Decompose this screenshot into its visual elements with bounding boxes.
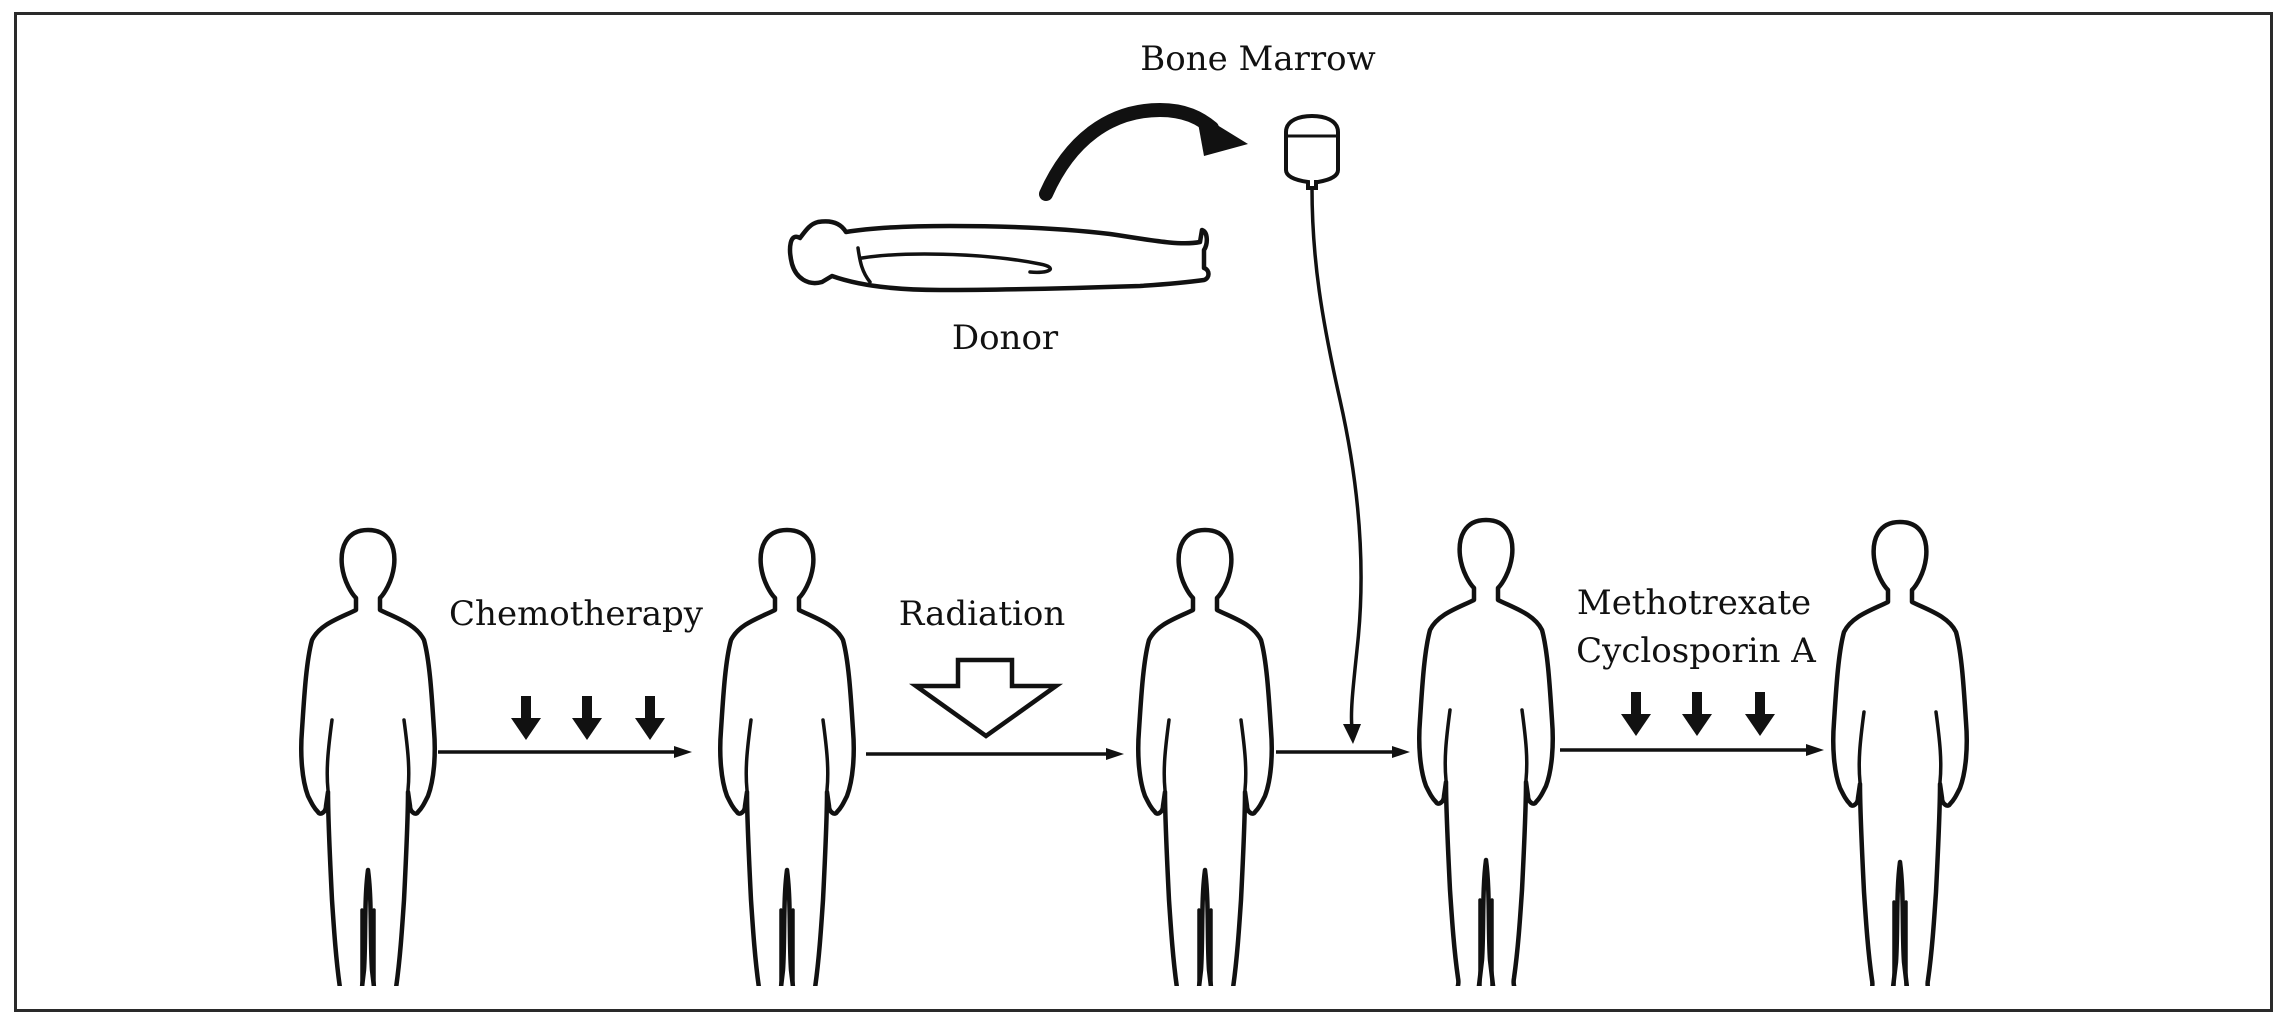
stage-arrow-2 — [866, 748, 1124, 760]
chemotherapy-label: Chemotherapy — [449, 594, 704, 634]
immunosuppression-arrows — [1621, 692, 1775, 736]
stage-arrow-3 — [1276, 746, 1410, 758]
lying-donor-icon — [790, 221, 1208, 290]
donor-label: Donor — [952, 318, 1059, 358]
iv-bag-icon — [1286, 116, 1361, 744]
standing-person-icon — [1419, 520, 1553, 986]
down-arrow-icon — [1682, 692, 1712, 736]
down-arrow-icon — [1745, 692, 1775, 736]
radiation-label: Radiation — [899, 594, 1065, 634]
cyclosporin-label: Cyclosporin A — [1576, 631, 1816, 671]
down-arrow-icon — [1621, 692, 1651, 736]
methotrexate-label: Methotrexate — [1577, 583, 1811, 623]
stage-arrow-4 — [1560, 744, 1824, 756]
stage-arrow-1 — [438, 746, 692, 758]
standing-person-icon — [1833, 522, 1967, 986]
down-arrow-icon — [511, 696, 541, 740]
chemotherapy-arrows — [511, 696, 665, 740]
hollow-down-arrow-icon — [916, 660, 1056, 736]
standing-person-icon — [1138, 530, 1272, 986]
diagram-canvas: Donor Bone Marrow Chemotherapy Radiation — [0, 0, 2287, 986]
standing-person-icon — [301, 530, 435, 986]
bone-marrow-label: Bone Marrow — [1140, 39, 1375, 79]
down-arrow-icon — [572, 696, 602, 740]
curved-arrow-icon — [1046, 110, 1248, 194]
down-arrow-icon — [635, 696, 665, 740]
standing-person-icon — [720, 530, 854, 986]
